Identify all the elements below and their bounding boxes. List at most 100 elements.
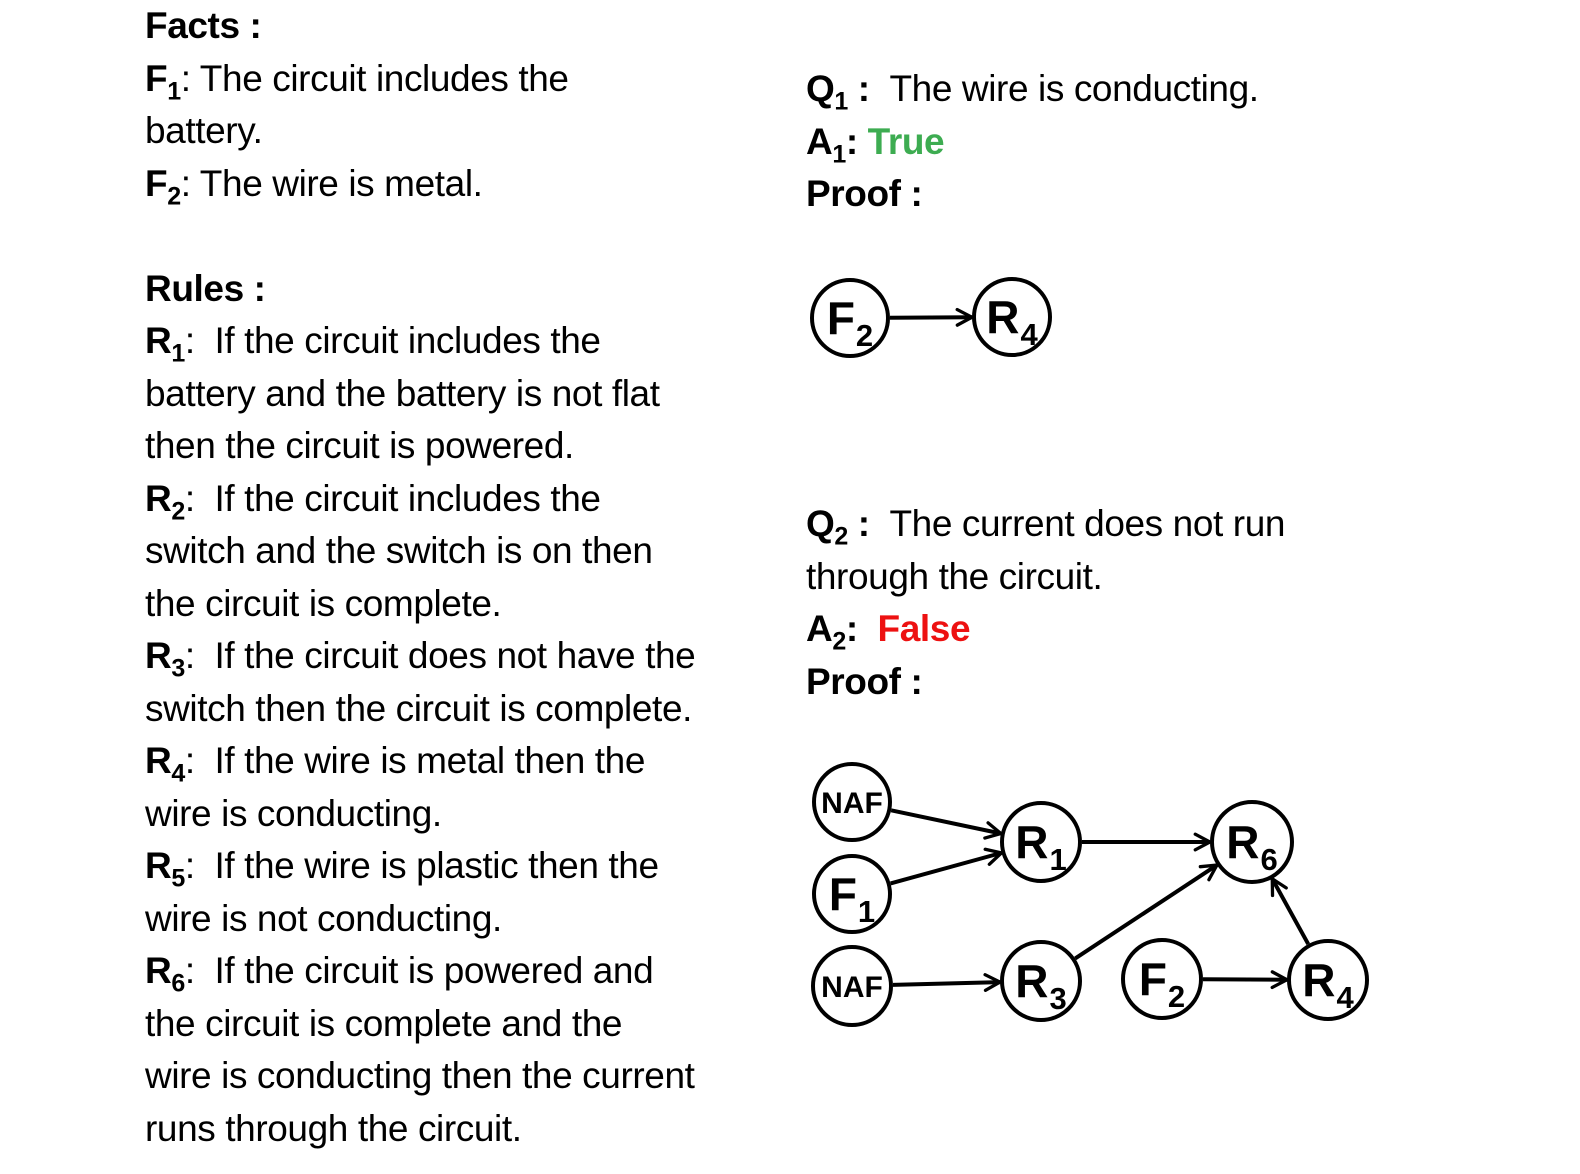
text-line: Proof : — [806, 656, 1526, 709]
graph-node-label: R4 — [986, 291, 1038, 352]
text-segment: switch and the switch is on then — [145, 530, 653, 571]
proof1-graph: F2 R4 — [810, 277, 1052, 358]
text-line: battery and the battery is not flat — [145, 368, 805, 421]
text-segment: : If the circuit is powered and — [184, 950, 654, 991]
text-line: R4: If the wire is metal then the — [145, 735, 805, 788]
text-segment: 2 — [167, 181, 181, 210]
text-segment: R — [145, 740, 172, 781]
graph-node-label: R6 — [1226, 816, 1277, 877]
graph-node — [812, 762, 892, 842]
text-segment: False — [877, 608, 971, 649]
graph-node — [972, 277, 1052, 357]
text-segment: 5 — [171, 864, 185, 893]
text-line: the circuit is complete. — [145, 578, 805, 631]
text-line: battery. — [145, 105, 805, 158]
text-segment: F — [145, 162, 168, 204]
text-line: F2: The wire is metal. — [145, 158, 805, 211]
text-segment: Rules : — [145, 267, 266, 309]
text-segment: : The circuit includes the — [180, 57, 569, 99]
text-line: Proof : — [806, 168, 1526, 221]
graph-edge-arrow — [1270, 879, 1310, 946]
graph-edge-arrow — [892, 982, 1000, 985]
text-segment: 4 — [171, 759, 185, 788]
text-segment: then the circuit is powered. — [145, 425, 574, 466]
text-segment: A — [806, 608, 833, 649]
text-segment: : If the wire is plastic then the — [184, 845, 659, 886]
text-line: Facts : — [145, 0, 805, 53]
text-segment: 2 — [834, 522, 848, 551]
text-segment: 1 — [167, 76, 181, 105]
graph-edge-arrow — [1202, 979, 1287, 980]
text-line: R2: If the circuit includes the — [145, 473, 805, 526]
text-segment: 6 — [171, 969, 185, 998]
text-segment: : If the wire is metal then the — [184, 740, 646, 781]
text-segment: : If the circuit includes the — [184, 477, 601, 519]
graph-node — [1121, 938, 1203, 1020]
text-segment: through the circuit. — [806, 555, 1103, 597]
text-segment: F — [145, 57, 168, 99]
text-segment: R — [145, 477, 172, 519]
graph-node-label: NAF — [821, 971, 883, 1004]
text-segment: R — [145, 845, 172, 886]
graph-edge-arrow — [889, 317, 972, 318]
text-segment: : — [845, 120, 868, 162]
text-segment: 2 — [171, 496, 185, 525]
text-segment: Q — [806, 68, 835, 109]
graph-node-label: R4 — [1302, 954, 1354, 1015]
text-line — [145, 210, 805, 263]
graph-node-label: F2 — [827, 292, 873, 353]
graph-node-label: F2 — [1139, 953, 1185, 1014]
graph-node — [1287, 939, 1369, 1021]
text-segment: Proof : — [806, 173, 923, 214]
text-segment: Proof : — [806, 660, 923, 702]
text-line: F1: The circuit includes the — [145, 53, 805, 106]
text-segment: : — [847, 503, 890, 544]
text-line: Q2 : The current does not run — [806, 498, 1526, 551]
text-segment: wire is not conducting. — [145, 897, 502, 939]
text-line: wire is conducting. — [145, 788, 805, 841]
text-segment: : — [847, 68, 890, 109]
text-line: A2: False — [806, 603, 1526, 656]
text-segment: runs through the circuit. — [145, 1107, 522, 1149]
text-line: Rules : — [145, 263, 805, 316]
text-segment: : If the circuit does not have the — [184, 635, 696, 676]
graph-node — [812, 854, 892, 934]
text-segment: : The wire is metal. — [180, 162, 483, 204]
text-segment: the circuit is complete and the — [145, 1002, 623, 1044]
text-segment: 1 — [834, 87, 848, 116]
text-segment: 3 — [171, 654, 185, 683]
text-segment: R — [145, 635, 172, 676]
text-line: wire is not conducting. — [145, 893, 805, 946]
graph-edge-arrow — [890, 853, 1002, 886]
graph-node-label: R3 — [1015, 955, 1066, 1016]
text-line: R5: If the wire is plastic then the — [145, 840, 805, 893]
graph-node — [1210, 800, 1294, 884]
text-segment: the circuit is complete. — [145, 582, 502, 624]
text-line: A1: True — [806, 116, 1526, 169]
text-segment: switch then the circuit is complete. — [145, 687, 692, 729]
graph-edge-arrow — [890, 808, 1001, 833]
text-segment: R — [145, 320, 172, 361]
text-line: R6: If the circuit is powered and — [145, 945, 805, 998]
text-segment: wire is conducting. — [145, 792, 442, 834]
graph-node — [1000, 940, 1082, 1022]
text-segment: 1 — [832, 139, 846, 168]
text-segment: : — [845, 608, 878, 649]
text-segment: 2 — [832, 627, 846, 656]
text-line: the circuit is complete and the — [145, 998, 805, 1051]
text-segment: True — [867, 120, 945, 162]
graph-node — [810, 278, 890, 358]
graph-node-label: NAF — [821, 787, 883, 820]
text-line: wire is conducting then the current — [145, 1050, 805, 1103]
text-segment: battery. — [145, 110, 263, 151]
text-line: Q1 : The wire is conducting. — [806, 63, 1526, 116]
text-segment: The current does not run — [889, 503, 1286, 544]
text-segment: : If the circuit includes the — [184, 320, 601, 361]
graph-edge-arrow — [1074, 865, 1217, 961]
text-segment: The wire is conducting. — [889, 68, 1259, 109]
text-line: switch then the circuit is complete. — [145, 683, 805, 736]
